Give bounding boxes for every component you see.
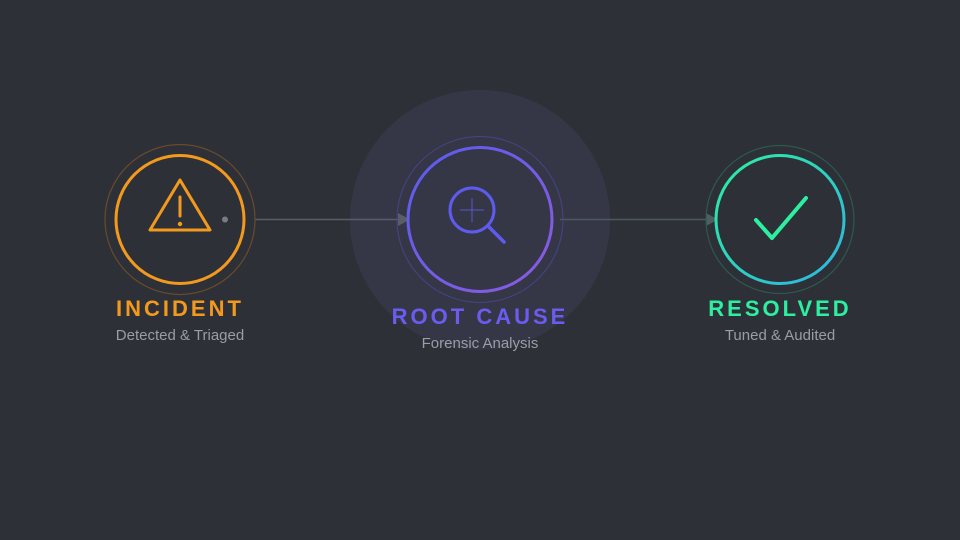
resolved-title: RESOLVED [708,296,852,321]
incident-label: INCIDENT Detected & Triaged [30,296,330,346]
incident-status-dot [222,216,228,223]
incident-node [104,143,256,296]
resolved-subtitle: Tuned & Audited [724,327,836,344]
warning-triangle-icon [148,178,212,232]
incident-title: INCIDENT [116,296,244,321]
incident-subtitle: Detected & Triaged [115,327,245,344]
root-cause-subtitle: Forensic Analysis [421,335,539,352]
connector-root-cause-to-resolved [560,213,718,226]
resolved-label: RESOLVED Tuned & Audited [630,296,930,346]
root-cause-label: ROOT CAUSE Forensic Analysis [330,304,630,354]
root-cause-title: ROOT CAUSE [391,304,569,329]
resolved-node [705,144,855,295]
root-cause-node [396,136,564,303]
connector-incident-to-root-cause [255,213,410,226]
magnifier-icon [448,186,506,244]
root-cause-spotlight [350,90,610,350]
checkmark-icon [754,196,808,240]
